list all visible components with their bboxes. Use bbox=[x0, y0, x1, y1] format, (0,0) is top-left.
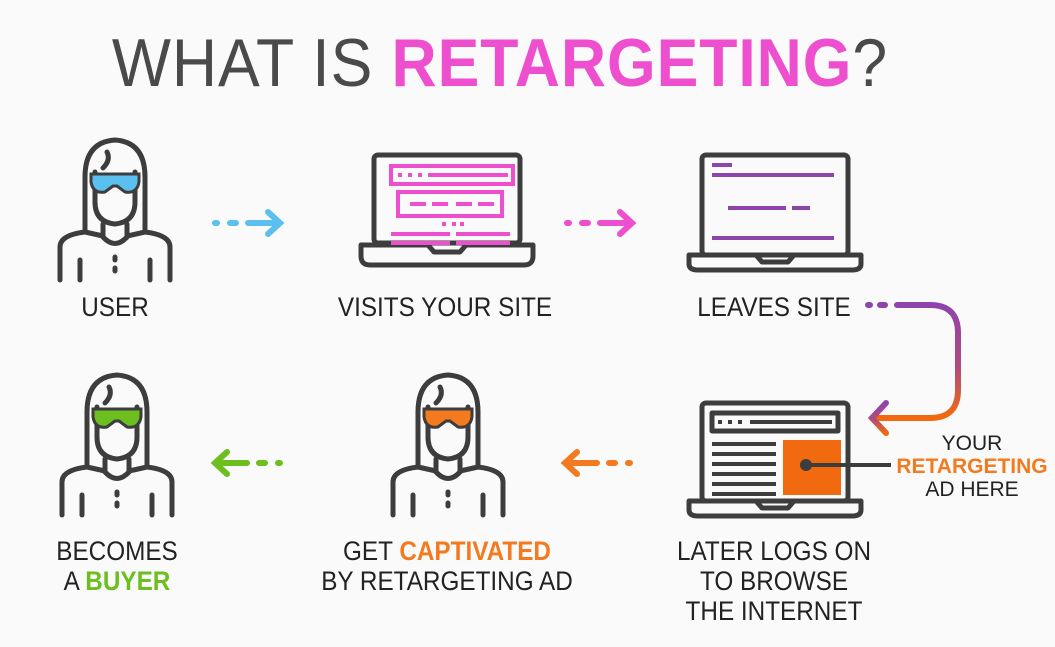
step-6-line-2: A BUYER bbox=[54, 566, 180, 596]
ad-callout: YOUR RETARGETING AD HERE bbox=[892, 432, 1052, 501]
ad-callout-line-1: YOUR bbox=[941, 432, 1003, 455]
step-5-line-2: BY RETARGETING AD bbox=[321, 566, 573, 596]
arrow-right-icon bbox=[564, 209, 637, 237]
step-6-line-1: BECOMES bbox=[56, 536, 178, 566]
step-4-line-2: TO BROWSE bbox=[699, 566, 849, 596]
user-icon bbox=[390, 372, 506, 518]
step-1-label: USER bbox=[81, 292, 149, 322]
step-4-line-3: THE INTERNET bbox=[685, 596, 863, 626]
arrow-left-icon bbox=[210, 449, 283, 477]
step-4-line-1: LATER LOGS ON bbox=[676, 536, 872, 566]
step-5-line-1: GET CAPTIVATED bbox=[312, 536, 582, 566]
curved-arrow-icon bbox=[865, 302, 961, 436]
arrow-left-icon bbox=[560, 449, 633, 477]
title-prefix: WHAT IS bbox=[111, 25, 392, 101]
laptop-leaving-icon bbox=[686, 152, 864, 273]
ad-callout-highlight: RETARGETING bbox=[896, 455, 1048, 478]
user-icon bbox=[59, 372, 175, 518]
step-6-highlight: BUYER bbox=[85, 566, 171, 596]
title-suffix: ? bbox=[852, 25, 889, 101]
step-6-prefix: A bbox=[63, 566, 86, 596]
step-5-prefix: GET bbox=[343, 536, 400, 566]
arrow-right-icon bbox=[212, 209, 285, 237]
step-5-label: GET CAPTIVATED BY RETARGETING AD bbox=[312, 536, 582, 596]
laptop-ad-icon bbox=[686, 400, 891, 519]
step-5-highlight: CAPTIVATED bbox=[399, 536, 551, 566]
step-6-label: BECOMES A BUYER bbox=[54, 536, 180, 596]
user-icon bbox=[57, 137, 173, 283]
title-highlight: RETARGETING bbox=[391, 25, 853, 101]
laptop-website-icon bbox=[358, 152, 536, 268]
step-4-label: LATER LOGS ON TO BROWSE THE INTERNET bbox=[675, 536, 873, 626]
page-title: WHAT IS RETARGETING? bbox=[40, 24, 960, 102]
step-2-label: VISITS YOUR SITE bbox=[337, 292, 553, 322]
ad-callout-line-3: AD HERE bbox=[925, 478, 1019, 501]
step-3-label: LEAVES SITE bbox=[697, 292, 851, 322]
